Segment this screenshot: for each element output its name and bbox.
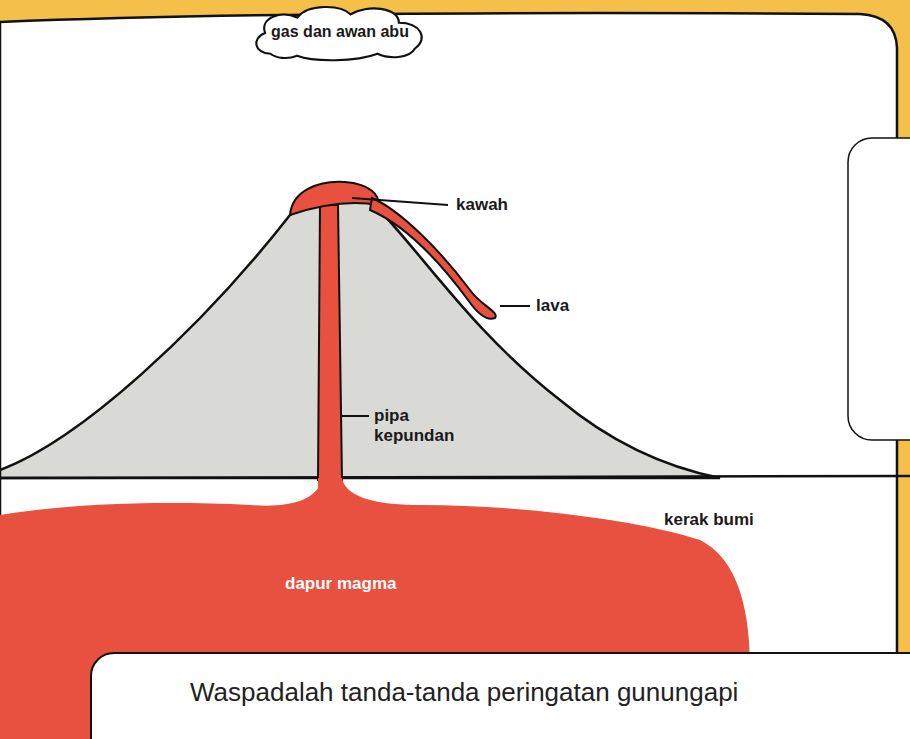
volcano-cone xyxy=(0,193,720,478)
cloud-outline xyxy=(256,7,421,60)
part-label: pipa kepundan xyxy=(374,406,470,446)
node-text: gas dan awan abu xyxy=(271,22,409,42)
vent-pipe xyxy=(318,205,342,480)
node-text: Waspadalah tanda-tanda peringatan gunung… xyxy=(190,676,738,708)
warning-box: Waspadalah tanda-tanda peringatan gunung… xyxy=(90,652,910,739)
leader-line xyxy=(500,305,530,307)
node-text: dapur magma xyxy=(285,574,396,594)
white-panel xyxy=(0,13,897,739)
part-label: kerak bumi xyxy=(664,510,754,530)
side-box xyxy=(848,138,910,440)
ground-line xyxy=(0,476,910,478)
ash-cloud: gas dan awan abu xyxy=(249,2,431,62)
leader-line xyxy=(352,198,448,205)
lava-flow xyxy=(370,198,496,319)
part-label: lava xyxy=(536,296,569,316)
leader-line xyxy=(340,415,369,417)
part-label: kawah xyxy=(456,195,508,215)
